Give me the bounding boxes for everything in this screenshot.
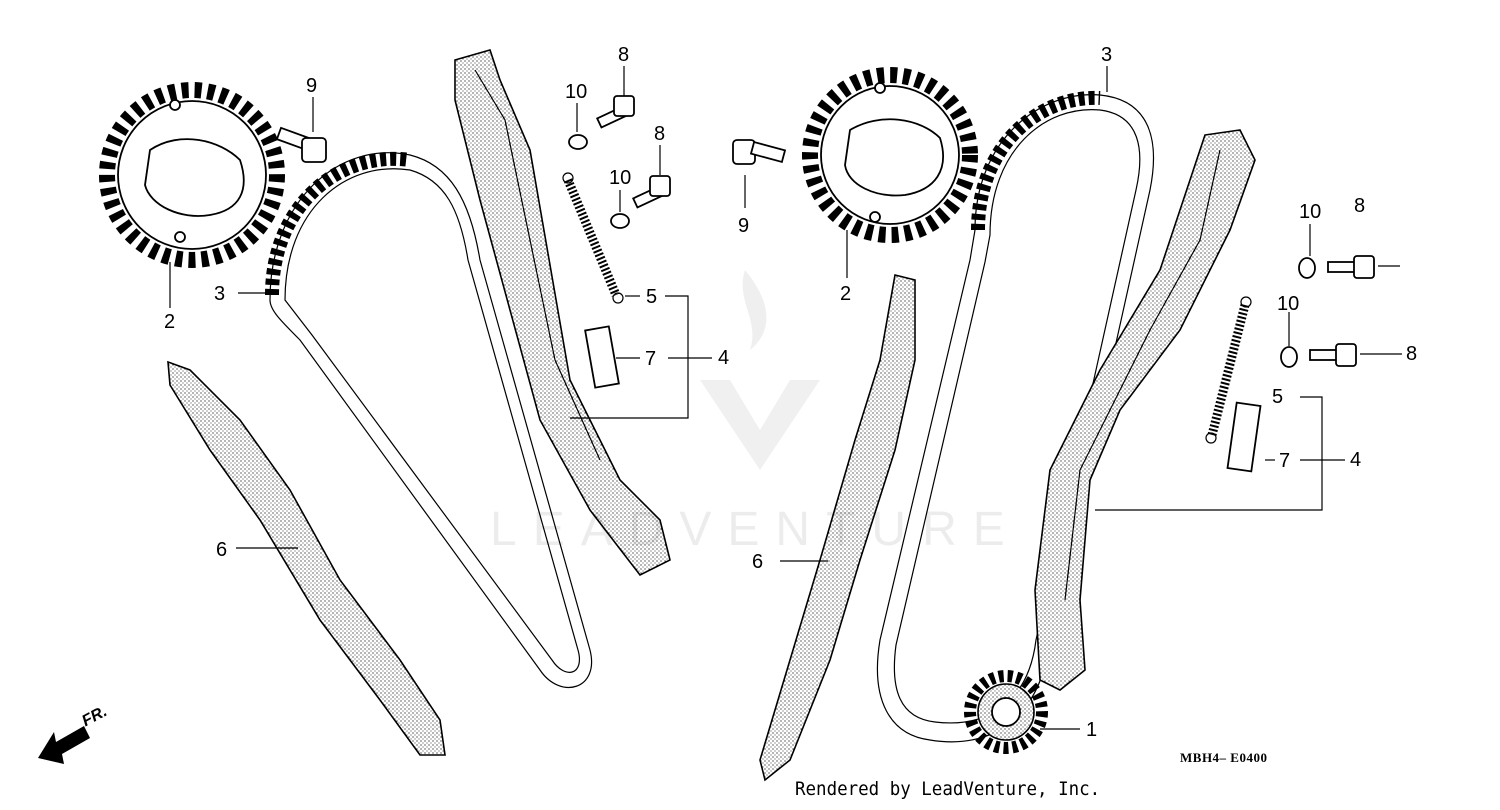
left-leader-lines bbox=[169, 66, 712, 549]
callout-right-3: 3 bbox=[1101, 44, 1113, 66]
left-cam-sprocket bbox=[99, 82, 285, 268]
left-tensioner-pin bbox=[584, 325, 620, 389]
right-tensioner-arm bbox=[1034, 129, 1256, 691]
callout-left-5: 5 bbox=[646, 286, 658, 308]
callout-right-5: 5 bbox=[1272, 386, 1284, 408]
callout-right-10a: 10 bbox=[1299, 201, 1322, 223]
right-leader-lines bbox=[744, 66, 1402, 730]
callout-right-1: 1 bbox=[1086, 719, 1098, 741]
callout-left-7: 7 bbox=[645, 348, 657, 370]
callout-right-7: 7 bbox=[1279, 450, 1291, 472]
right-tensioner-bolts bbox=[1280, 255, 1375, 368]
callout-right-8b: 8 bbox=[1406, 343, 1418, 365]
right-cam-sprocket bbox=[802, 67, 978, 243]
right-tensioner-pin bbox=[1226, 401, 1262, 473]
callout-left-9: 9 bbox=[306, 75, 318, 97]
leadventure-logo-icon bbox=[700, 270, 820, 470]
crank-sprocket bbox=[964, 670, 1048, 754]
callout-left-8a: 8 bbox=[618, 44, 630, 66]
callout-right-4: 4 bbox=[1350, 449, 1362, 471]
callout-left-10b: 10 bbox=[609, 167, 632, 189]
callout-left-4: 4 bbox=[718, 347, 730, 369]
footer-credit: Rendered by LeadVenture, Inc. bbox=[795, 778, 1101, 800]
callout-left-8b: 8 bbox=[654, 123, 666, 145]
callout-left-3: 3 bbox=[214, 283, 226, 305]
left-cam-chain bbox=[265, 151, 593, 688]
watermark-text: LEADVENTURE bbox=[490, 503, 1021, 556]
callout-right-2: 2 bbox=[840, 283, 852, 305]
callout-right-9: 9 bbox=[738, 215, 750, 237]
left-tensioner-arm bbox=[454, 49, 671, 577]
callout-right-8a: 8 bbox=[1354, 195, 1366, 217]
right-chain-guide bbox=[759, 274, 916, 782]
left-tensioner-spring bbox=[562, 172, 624, 304]
callout-left-2: 2 bbox=[164, 311, 176, 333]
callout-right-6: 6 bbox=[752, 551, 764, 573]
front-arrow-icon bbox=[38, 726, 90, 764]
right-tensioner-spring bbox=[1205, 296, 1252, 444]
left-sprocket-bolt bbox=[275, 126, 327, 163]
right-sprocket-bolt bbox=[732, 139, 787, 165]
callout-left-10a: 10 bbox=[565, 81, 588, 103]
left-chain-guide bbox=[167, 360, 446, 756]
drawing-code: MBH4– E0400 bbox=[1180, 750, 1268, 765]
callout-right-10b: 10 bbox=[1277, 293, 1300, 315]
left-tensioner-bolts bbox=[568, 95, 671, 229]
callout-left-6: 6 bbox=[216, 539, 228, 561]
